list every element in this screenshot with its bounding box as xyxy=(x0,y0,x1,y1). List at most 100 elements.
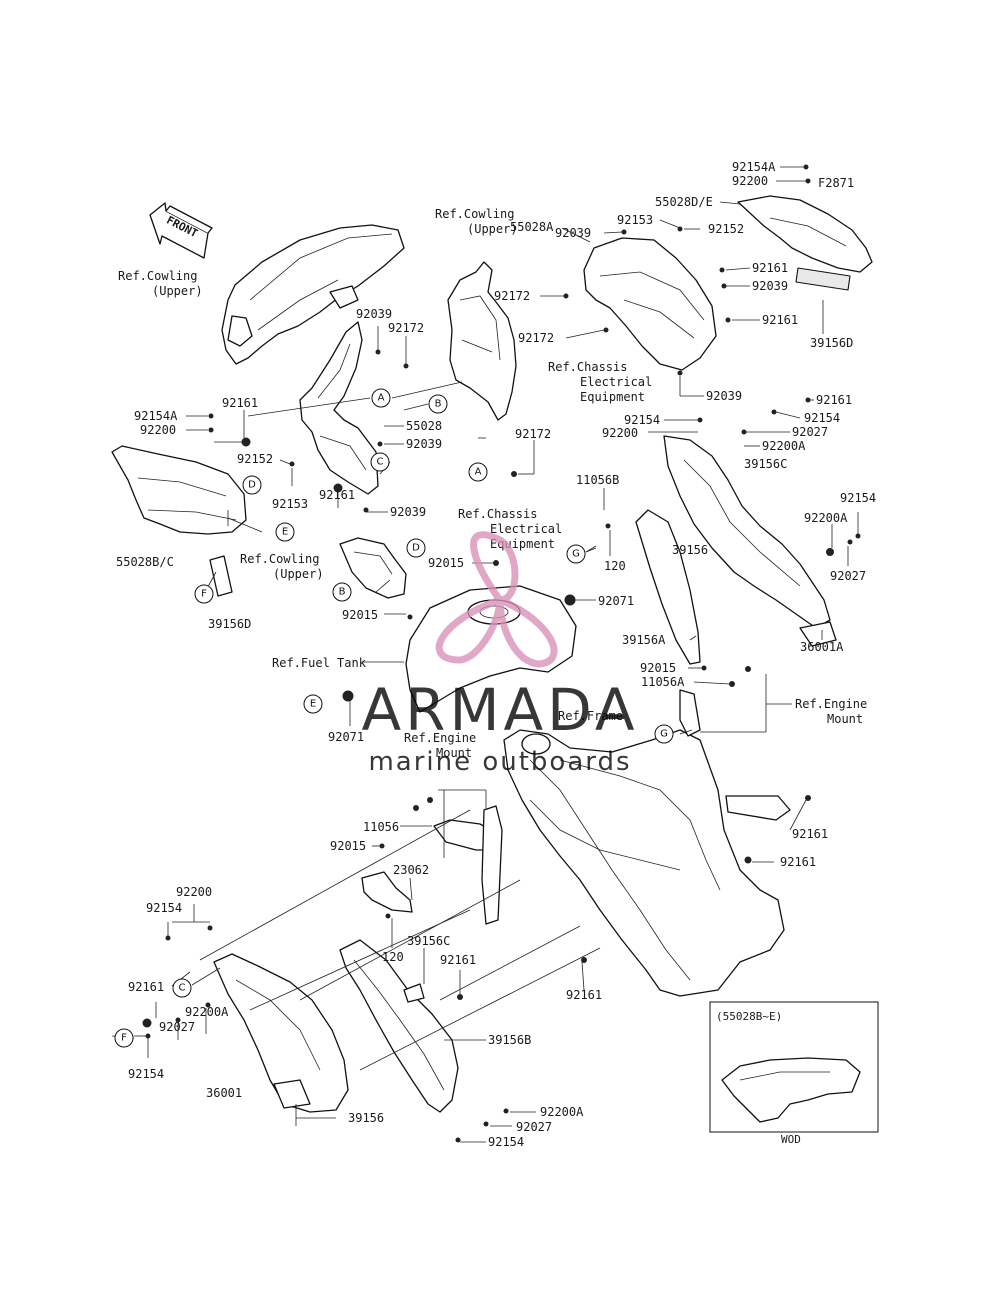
lower-side-cowl xyxy=(213,953,349,1113)
part-120-a: 120 xyxy=(604,559,626,573)
part-92161-d: 92161 xyxy=(319,488,355,502)
callout-e-mid: E xyxy=(303,694,323,714)
part-92152-left: 92152 xyxy=(237,452,273,466)
part-92200-top: 92200 xyxy=(732,174,768,188)
part-55028de: 55028D/E xyxy=(655,195,713,209)
part-39156d-right: 39156D xyxy=(810,336,853,350)
svg-text:D: D xyxy=(412,543,420,554)
ref-cowling-upper-mid-sub: (Upper) xyxy=(273,567,324,581)
callout-b-top: B xyxy=(428,394,448,414)
ref-chassis-right-2: Electrical xyxy=(580,375,652,389)
part-92015-d: 92015 xyxy=(330,839,366,853)
svg-text:G: G xyxy=(660,729,668,740)
part-92161-b: 92161 xyxy=(762,313,798,327)
part-labels: 92154A 92200 55028D/E 92153 92152 92039 … xyxy=(116,160,876,1149)
ref-cowling-upper-top: Ref.Cowling xyxy=(435,207,514,221)
part-92027-d: 92027 xyxy=(516,1120,552,1134)
inner-panel-55028 xyxy=(299,321,379,495)
part-92161-f: 92161 xyxy=(792,827,828,841)
callout-c-top: C xyxy=(370,452,390,472)
part-92154-f: 92154 xyxy=(488,1135,524,1149)
ref-engine-mount-mid: Ref.Engine xyxy=(404,731,476,745)
watermark: ARMADA marine outboards xyxy=(361,531,635,777)
cover-36001a xyxy=(799,621,837,647)
part-92153-left: 92153 xyxy=(272,497,308,511)
svg-text:E: E xyxy=(310,699,316,710)
leader-lines xyxy=(111,166,859,1143)
part-39156-b: 39156 xyxy=(348,1111,384,1125)
ref-engine-mount-right-sub: Mount xyxy=(827,712,863,726)
part-92015-a: 92015 xyxy=(428,556,464,570)
callout-g-frame: G xyxy=(654,724,674,744)
callout-f-lower: F xyxy=(114,1028,134,1048)
part-92200-b: 92200 xyxy=(602,426,638,440)
part-92200a-c: 92200A xyxy=(185,1005,229,1019)
part-92152-top: 92152 xyxy=(708,222,744,236)
ref-cowling-upper-left-sub: (Upper) xyxy=(152,284,203,298)
part-92161-h: 92161 xyxy=(440,953,476,967)
part-92027-a: 92027 xyxy=(792,425,828,439)
inset-title: (55028B~E) xyxy=(716,1010,782,1023)
part-55028bc: 55028B/C xyxy=(116,555,174,569)
part-92027-c: 92027 xyxy=(159,1020,195,1034)
part-92154-d: 92154 xyxy=(146,901,182,915)
part-92161-c: 92161 xyxy=(222,396,258,410)
front-arrow-icon: FRONT xyxy=(149,202,213,259)
part-92071-b: 92071 xyxy=(328,730,364,744)
part-39156c-a: 39156C xyxy=(744,457,787,471)
part-92027-b: 92027 xyxy=(830,569,866,583)
callout-b-mid: B xyxy=(332,582,352,602)
part-23062: 23062 xyxy=(393,863,429,877)
main-frame xyxy=(503,689,791,997)
part-92154a-top: 92154A xyxy=(732,160,776,174)
part-92154-e: 92154 xyxy=(128,1067,164,1081)
part-92039-f: 92039 xyxy=(390,505,426,519)
part-55028: 55028 xyxy=(406,419,442,433)
callout-a-mid: A xyxy=(468,462,488,482)
svg-text:A: A xyxy=(475,467,482,478)
part-92161-i: 92161 xyxy=(566,988,602,1002)
part-120-b: 120 xyxy=(382,950,404,964)
part-92039-e: 92039 xyxy=(406,437,442,451)
part-11056a: 11056A xyxy=(641,675,685,689)
ref-cowling-upper-mid: Ref.Cowling xyxy=(240,552,319,566)
part-36001: 36001 xyxy=(206,1086,242,1100)
callout-d-left: D xyxy=(242,475,262,495)
part-92154-b: 92154 xyxy=(804,411,840,425)
side-cowl-right-upper xyxy=(737,195,873,291)
ref-chassis-mid: Ref.Chassis xyxy=(458,507,537,521)
part-39156d-left: 39156D xyxy=(208,617,251,631)
part-39156c-b: 39156C xyxy=(407,934,450,948)
inset-box: (55028B~E) WOD xyxy=(709,1001,879,1146)
strip-39156c-lower xyxy=(403,983,425,1003)
part-92039-d: 92039 xyxy=(356,307,392,321)
part-92153-top: 92153 xyxy=(617,213,653,227)
ref-chassis-right-3: Equipment xyxy=(580,390,645,404)
part-92154-c: 92154 xyxy=(840,491,876,505)
callout-d-mid: D xyxy=(406,538,426,558)
ref-cowling-upper-top-sub: (Upper) xyxy=(467,222,518,236)
ref-fuel-tank: Ref.Fuel Tank xyxy=(272,656,367,670)
svg-text:F: F xyxy=(201,589,207,600)
fastener-dots xyxy=(142,164,861,1143)
svg-text:C: C xyxy=(377,457,384,468)
svg-text:F: F xyxy=(121,1033,127,1044)
part-92200a-a: 92200A xyxy=(762,439,806,453)
svg-text:C: C xyxy=(179,983,186,994)
svg-text:A: A xyxy=(378,393,385,404)
ref-chassis-right: Ref.Chassis xyxy=(548,360,627,374)
callout-g-right: G xyxy=(566,544,586,564)
lower-cowl-39156b xyxy=(339,939,459,1113)
ref-cowling-upper-left: Ref.Cowling xyxy=(118,269,197,283)
part-92200-left: 92200 xyxy=(140,423,176,437)
part-92154a-left: 92154A xyxy=(134,409,178,423)
part-92039-b: 92039 xyxy=(752,279,788,293)
ref-engine-mount-mid-sub: Mount xyxy=(436,746,472,760)
side-panel-right xyxy=(663,435,831,629)
part-92071-a: 92071 xyxy=(598,594,634,608)
engine-mount-bracket xyxy=(361,805,503,925)
part-92161-a: 92161 xyxy=(752,261,788,275)
part-92161-g: 92161 xyxy=(780,855,816,869)
small-bracket xyxy=(339,537,407,599)
inner-panel-55028a xyxy=(583,237,717,371)
